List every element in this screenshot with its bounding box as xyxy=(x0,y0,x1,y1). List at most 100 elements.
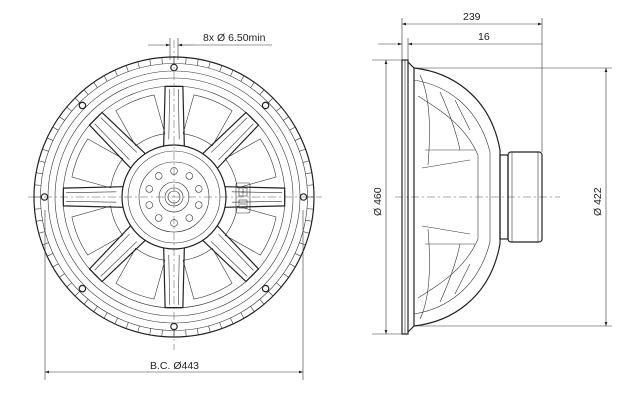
spoke xyxy=(88,111,146,169)
bolt-circle-dimension: B.C. Ø443 xyxy=(44,210,304,380)
rim-notch xyxy=(230,69,234,77)
rim-notch xyxy=(299,242,306,246)
rim-notch xyxy=(103,75,108,82)
spoke xyxy=(202,111,260,169)
rim-notch xyxy=(149,328,152,335)
rim-notch xyxy=(137,61,140,69)
rim-notch xyxy=(305,172,312,175)
baffle-diameter-dimension: Ø 422 xyxy=(592,68,608,326)
hole-spec-label: 8x Ø 6.50min xyxy=(203,32,266,44)
rim-notch xyxy=(161,329,163,337)
rim-notch xyxy=(250,306,255,312)
rim-notch xyxy=(42,148,49,152)
rim-notch xyxy=(268,97,274,103)
rim-notch xyxy=(38,231,46,234)
magnet-side xyxy=(499,151,543,243)
spoke-rib xyxy=(210,117,254,161)
rim-notch xyxy=(93,306,98,312)
mounting-notches xyxy=(34,57,314,337)
motor-bolt-hole xyxy=(170,167,178,175)
rim-notch xyxy=(305,219,312,222)
rim-notch xyxy=(125,322,129,329)
basket-window xyxy=(182,94,233,147)
rim-notch xyxy=(259,299,265,305)
rim-notch xyxy=(306,184,314,186)
rim-notch xyxy=(149,59,152,66)
rim-notch xyxy=(294,253,302,257)
rim-notch xyxy=(250,82,255,88)
rim-notch xyxy=(46,253,54,257)
rim-notch xyxy=(208,325,211,333)
rim-notch xyxy=(306,208,314,210)
spoke xyxy=(88,225,146,283)
rim-notch xyxy=(83,299,89,305)
motor-bolt-hole xyxy=(155,214,163,222)
rim-notch xyxy=(219,322,223,329)
basket-window xyxy=(115,94,166,147)
spoke-rib xyxy=(94,233,138,277)
bolt-circle-label: B.C. Ø443 xyxy=(150,360,199,372)
side-view: 239 16 Ø 460 Ø 422 xyxy=(372,11,612,335)
rim-notch xyxy=(299,148,306,152)
outer-diameter-label: Ø 460 xyxy=(372,187,384,216)
rim-notch xyxy=(302,231,310,234)
rim-notch xyxy=(46,137,54,141)
depth-label: 239 xyxy=(463,11,481,23)
mounting-hole xyxy=(170,322,178,331)
basket-window xyxy=(71,138,124,189)
rim-notch xyxy=(93,82,98,88)
rim-notch xyxy=(219,65,223,72)
basket-window xyxy=(71,205,124,256)
rim-notch xyxy=(289,126,296,131)
outer-diameter-dimension: Ø 460 xyxy=(372,60,388,334)
spoke xyxy=(163,247,185,309)
motor-bolt-hole xyxy=(145,185,153,193)
flange-dimension: 16 xyxy=(378,31,542,46)
basket-window xyxy=(115,247,166,300)
mounting-hole xyxy=(299,193,308,201)
rim-notch xyxy=(185,57,187,65)
mounting-hole xyxy=(261,101,270,110)
rim-notch xyxy=(74,97,80,103)
depth-dimension: 239 xyxy=(402,11,542,26)
mounting-flange xyxy=(401,59,415,335)
spoke-rib xyxy=(94,117,138,161)
rim-notch xyxy=(125,65,129,72)
motor-bolt-hole xyxy=(145,201,153,209)
rim-notch xyxy=(196,59,199,66)
flange-label: 16 xyxy=(478,31,490,43)
rim-notch xyxy=(66,106,72,112)
spoke xyxy=(163,85,185,147)
basket-window xyxy=(224,205,277,256)
motor-bolt-hole xyxy=(195,201,203,209)
rim-notch xyxy=(36,219,43,222)
rim-notch xyxy=(36,172,43,175)
motor-bolt-hole xyxy=(155,172,163,180)
mounting-hole xyxy=(261,284,270,293)
spoke xyxy=(202,225,260,283)
basket-spokes xyxy=(62,85,286,309)
rim-notch xyxy=(38,160,46,163)
rim-notch xyxy=(185,329,187,337)
rim-notch xyxy=(59,273,65,278)
spoke-rib xyxy=(210,233,254,277)
rim-notch xyxy=(74,291,80,297)
rim-notch xyxy=(276,282,282,288)
rim-notch xyxy=(114,317,118,325)
motor-bolt-hole xyxy=(195,185,203,193)
rim-notch xyxy=(52,126,59,131)
rim-notch xyxy=(59,116,65,121)
basket-window xyxy=(182,247,233,300)
rim-notch xyxy=(240,75,245,82)
rim-notch xyxy=(52,263,59,268)
motor-bolt-hole xyxy=(185,172,193,180)
rim-notch xyxy=(302,160,310,163)
rim-notch xyxy=(259,89,265,95)
rim-notch xyxy=(289,263,296,268)
mounting-holes xyxy=(40,63,308,331)
hole-note-callout: 8x Ø 6.50min xyxy=(148,32,272,60)
baffle-diameter-label: Ø 422 xyxy=(592,187,604,216)
mounting-hole xyxy=(40,193,49,201)
front-view: 8x Ø 6.50min B.C. Ø443 xyxy=(28,32,322,380)
